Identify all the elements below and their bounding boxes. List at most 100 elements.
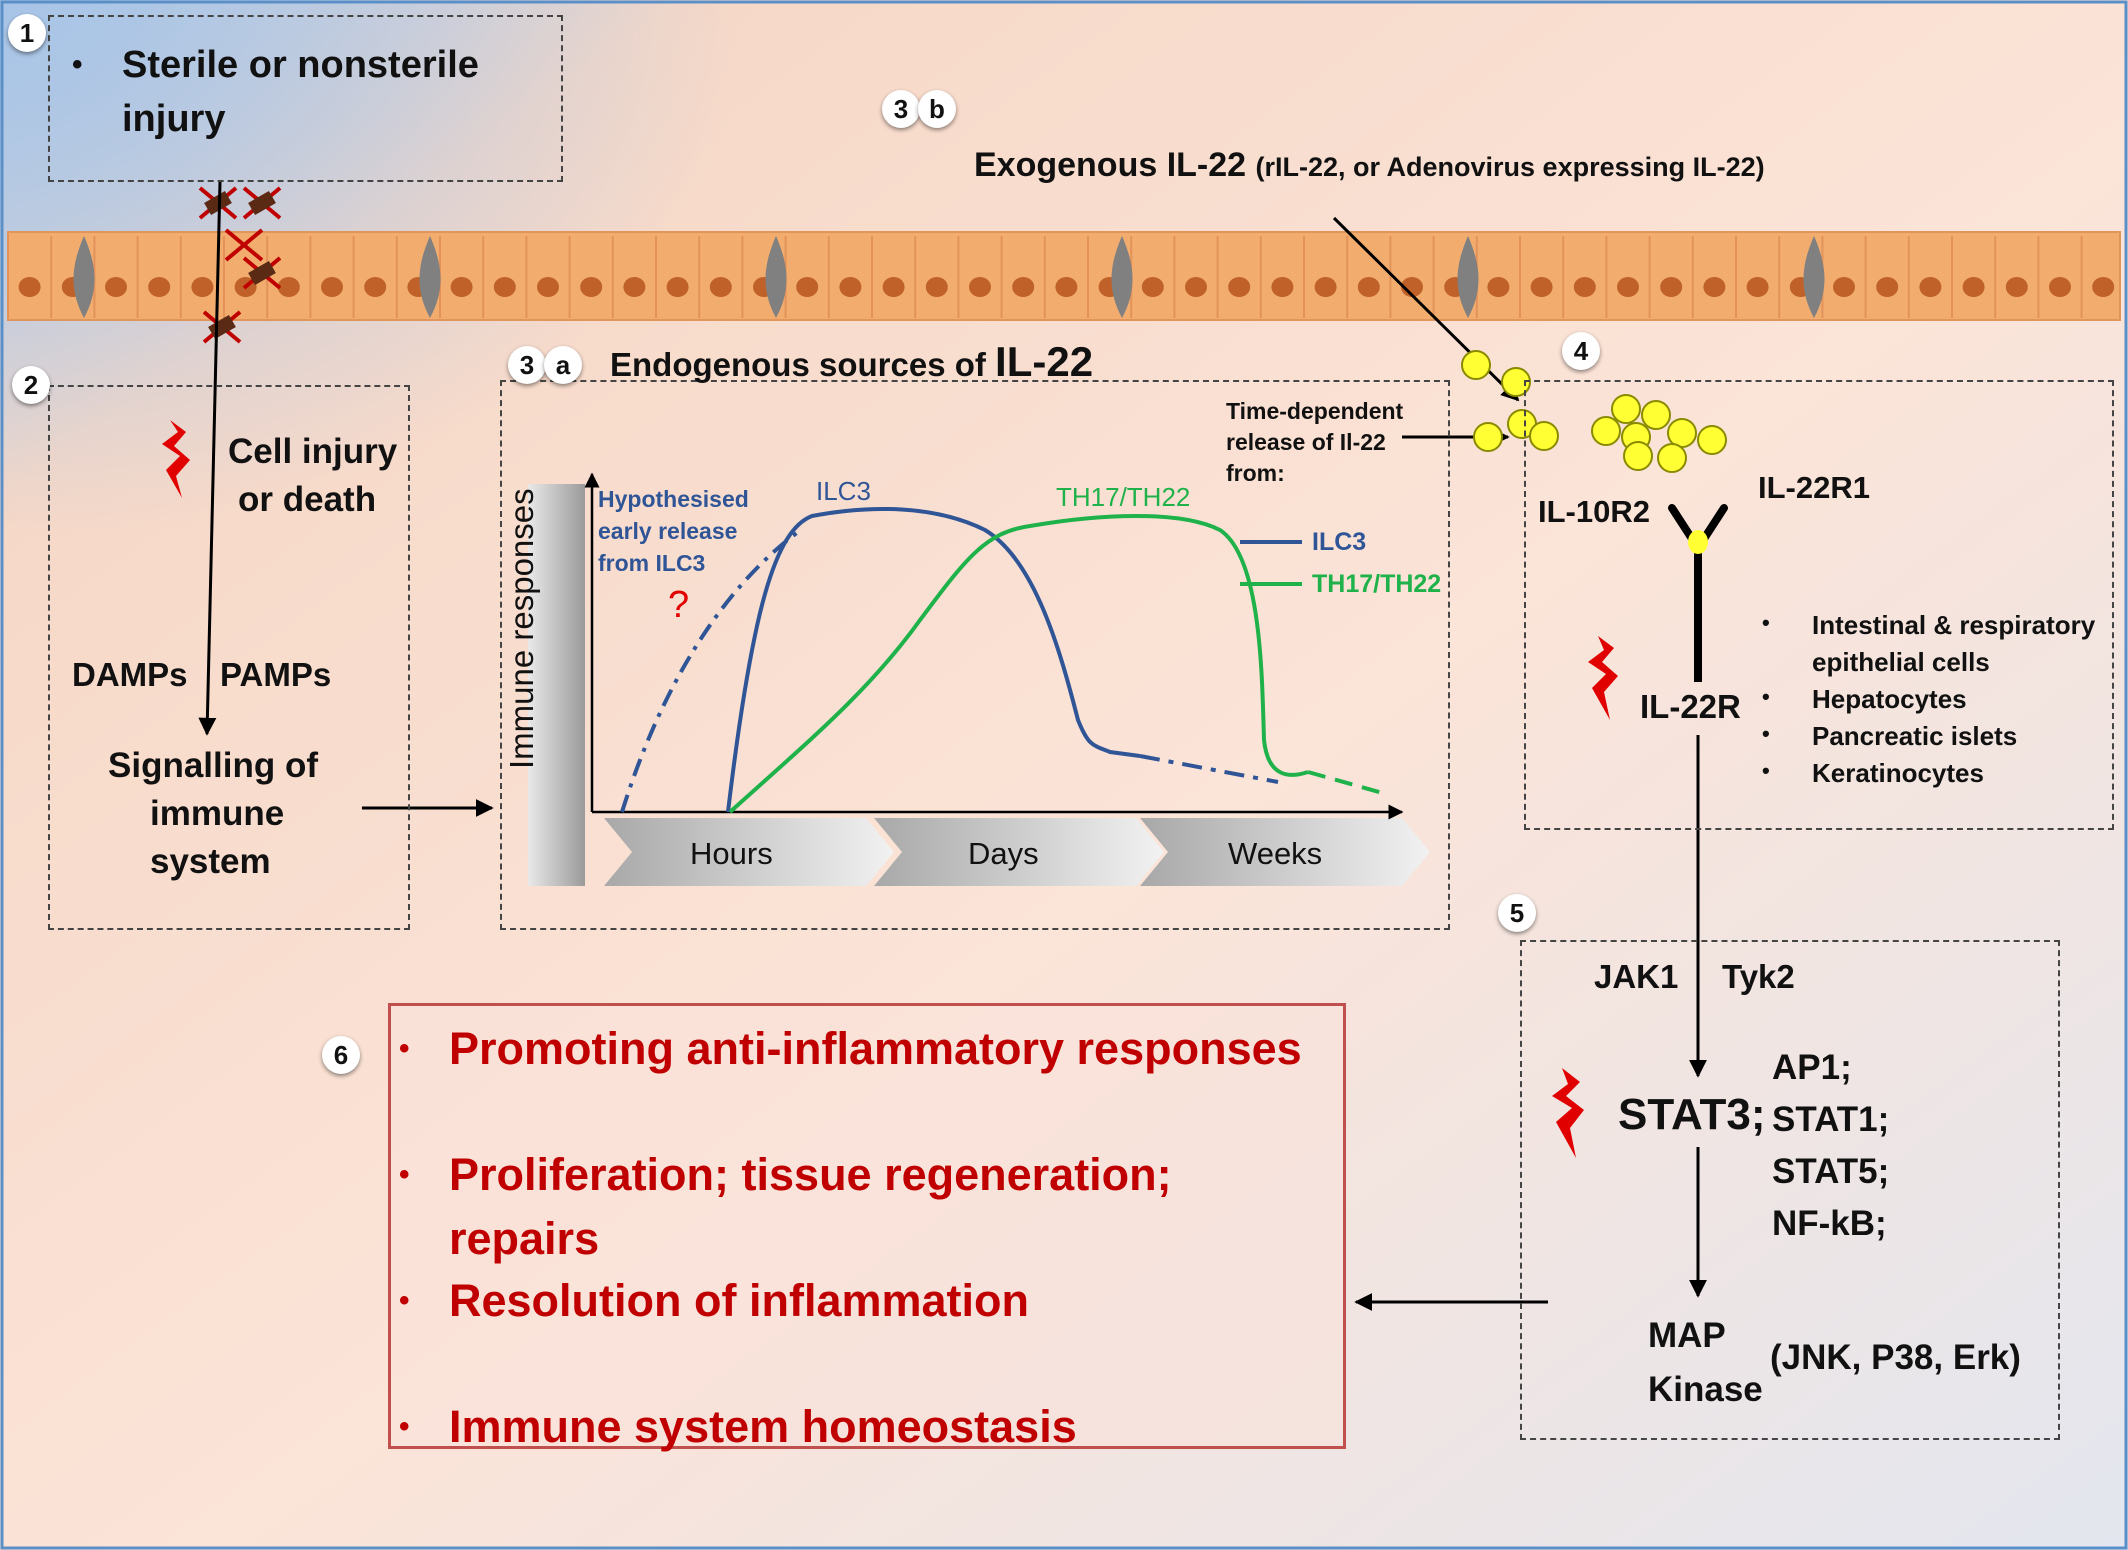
epithelial-cell-nucleus [925, 277, 948, 297]
lightning-icon-3 [1552, 1068, 1584, 1158]
epithelial-cell-nucleus [2049, 277, 2071, 297]
cell-type-1: Intestinal & respiratory [1812, 610, 2096, 640]
il10r2-label: IL-10R2 [1538, 494, 1650, 529]
outcome-bullet: • [399, 1410, 410, 1443]
hypothesis-question-mark: ? [668, 584, 690, 626]
cell-injury-line1: Cell injury [228, 432, 398, 471]
epithelial-cell-nucleus [882, 277, 905, 297]
step1-text-line1: Sterile or nonsterile [122, 44, 479, 86]
step-number-5: 5 [1498, 894, 1536, 932]
step3a-box [500, 380, 1450, 930]
epithelial-cell-nucleus [1746, 277, 1769, 297]
goblet-cell [765, 236, 787, 318]
ilc3-curve-tail [1139, 754, 1279, 784]
epithelial-cell-nucleus [796, 277, 819, 297]
goblet-cell [1803, 236, 1825, 318]
outcomes-box: • Promoting anti-inflammatory responses •… [388, 1003, 1346, 1452]
chart-area [528, 472, 1430, 886]
cell-type-4: Keratinocytes [1812, 758, 1984, 788]
time-release-line3: from: [1226, 460, 1285, 486]
step4-box [1524, 380, 2114, 830]
step-number-2: 2 [12, 366, 50, 404]
damps-label: DAMPs [72, 656, 188, 693]
map-kinase-line1: MAP [1648, 1316, 1726, 1355]
signalling-line3: system [150, 842, 271, 881]
goblet-cell [73, 236, 95, 318]
outcome-bullet: • [399, 1284, 410, 1317]
cell-bullet-3: • [1762, 721, 1770, 746]
exogenous-title: Exogenous IL-22 (rIL-22, or Adenovirus e… [974, 146, 1765, 185]
stat1-label: STAT1; [1772, 1100, 1890, 1139]
map-kinase-sub: (JNK, P38, Erk) [1770, 1338, 2021, 1377]
nfkb-label: NF-kB; [1772, 1204, 1887, 1243]
hypothesis-line3: from ILC3 [598, 550, 706, 576]
lightning-icon-2 [1588, 636, 1618, 720]
epithelial-cell-nucleus [1055, 277, 1078, 297]
epithelial-cell-nucleus [1962, 277, 1985, 297]
epithelial-cell-nucleus [1271, 277, 1294, 297]
epithelial-cell-nucleus [277, 277, 300, 297]
step-number-3a-letter: a [544, 346, 582, 384]
epithelial-cell-nucleus [1185, 277, 1207, 297]
epithelial-cell-nucleus [666, 277, 689, 297]
epithelial-cell-nucleus [1357, 277, 1380, 297]
th-curve-label: TH17/TH22 [1056, 482, 1191, 512]
cell-bullet-2: • [1762, 684, 1770, 709]
time-release-line1: Time-dependent [1226, 398, 1404, 424]
step1-text-line2: injury [122, 98, 226, 140]
signalling-line1: Signalling of [108, 746, 318, 785]
cell-injury-line2: or death [238, 480, 377, 519]
epithelial-cell-nucleus [1487, 277, 1510, 297]
stat3-label: STAT3; [1618, 1090, 1766, 1139]
th-curve [728, 514, 1309, 814]
map-kinase-line2: Kinase [1648, 1370, 1763, 1409]
epithelial-cell-nucleus [969, 277, 991, 297]
chart-legend-th-label: TH17/TH22 [1312, 570, 1442, 598]
step1-bullet: • [72, 48, 83, 81]
hypothesis-line1: Hypothesised [598, 486, 749, 512]
epithelial-cell-nucleus [623, 277, 646, 297]
signalling-line2: immune [150, 794, 285, 833]
epithelial-cell-nucleus [537, 277, 559, 297]
outcome-text: Resolution of inflammation [449, 1275, 1029, 1326]
ilc3-hypothesised-curve [620, 530, 800, 813]
epithelial-cell-nucleus [18, 277, 41, 297]
step-number-3b: 3 [882, 90, 920, 128]
lightning-icon-1 [162, 420, 190, 498]
ap1-label: AP1; [1772, 1048, 1852, 1087]
chart-phase-days: Days [968, 836, 1039, 871]
outcome-text: Immune system homeostasis [449, 1401, 1077, 1452]
epithelial-cell-nucleus [580, 277, 603, 297]
step-number-6: 6 [322, 1036, 360, 1074]
chart-phase-hours: Hours [690, 836, 773, 871]
epithelial-cell-nucleus [1703, 277, 1726, 297]
th-curve-tail [1307, 770, 1387, 796]
endogenous-title-prefix: Endogenous sources of [610, 346, 996, 383]
chart-phase-chevron [1140, 818, 1430, 886]
epithelial-cell-nucleus [1833, 277, 1855, 297]
ilc3-curve [726, 507, 1141, 813]
chart-y-axis-label: Immune responses [503, 488, 540, 769]
jak1-label: JAK1 [1594, 958, 1679, 995]
cell-bullet-1: • [1762, 610, 1770, 635]
ilc3-curve-label: ILC3 [816, 476, 871, 506]
step-number-3b-letter: b [918, 90, 956, 128]
outcome-text: repairs [449, 1213, 600, 1264]
step-number-4: 4 [1562, 332, 1600, 370]
endogenous-title-emph: IL-22 [995, 338, 1094, 385]
stat5-label: STAT5; [1772, 1152, 1890, 1191]
outcome-bullet: • [399, 1158, 410, 1191]
il22-molecules [1461, 350, 1727, 473]
step-number-3a: 3 [508, 346, 546, 384]
hypothesis-line2: early release [598, 518, 738, 544]
epithelial-cell-nucleus [493, 277, 516, 297]
outcome-text: Promoting anti-inflammatory responses [449, 1023, 1302, 1074]
step2-box [48, 385, 410, 930]
epithelial-cell-nucleus [1530, 277, 1553, 297]
epithelial-cell-nucleus [321, 277, 343, 297]
epithelial-cell-nucleus [450, 277, 473, 297]
exogenous-title-main: Exogenous IL-22 [974, 146, 1256, 184]
goblet-cell [1111, 236, 1133, 318]
